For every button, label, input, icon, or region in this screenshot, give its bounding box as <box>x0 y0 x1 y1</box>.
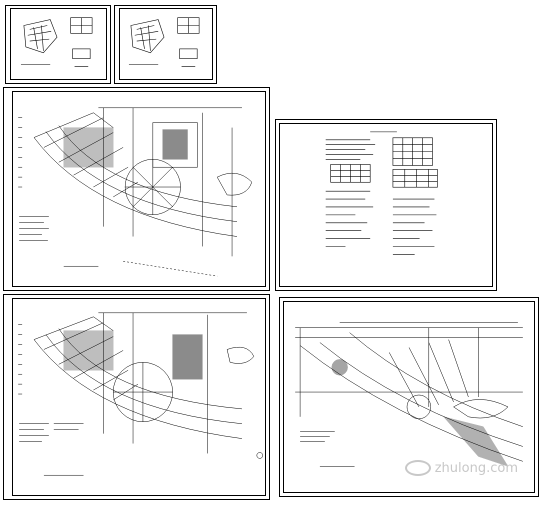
plan-2-drawing <box>18 312 264 476</box>
thumb-2-drawing <box>128 17 200 67</box>
thumb-1-drawing <box>20 17 93 67</box>
drawing-sheet-thumb-1 <box>5 5 111 84</box>
plan-1-drawing <box>18 107 253 277</box>
drawing-sheet-plan-2 <box>3 294 270 500</box>
notes-drawing <box>325 131 438 255</box>
drawing-sheet-plan-3: zhulong.com <box>279 297 539 497</box>
drawing-sheet-plan-1 <box>3 87 270 291</box>
drawing-sheet-thumb-2 <box>114 5 217 84</box>
watermark-text: zhulong.com <box>434 460 518 476</box>
plan-3-drawing <box>295 322 523 467</box>
drawing-sheet-notes <box>275 119 497 291</box>
zhulong-watermark: zhulong.com <box>404 460 518 476</box>
zhulong-logo-icon <box>404 460 431 476</box>
